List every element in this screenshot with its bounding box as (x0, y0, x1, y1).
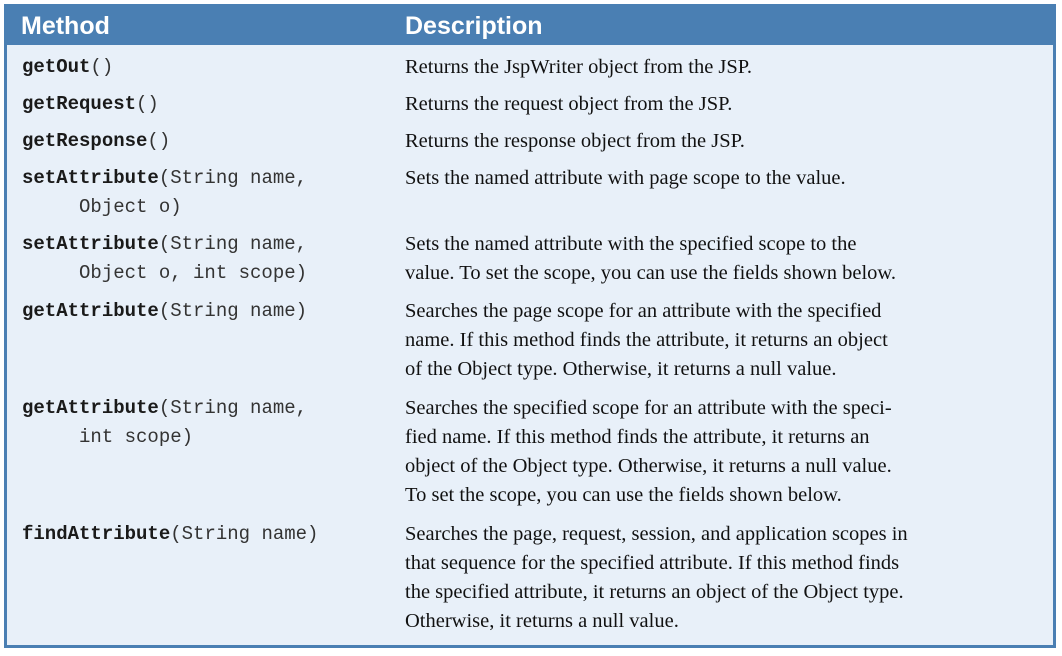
method-cell: getRequest() (7, 90, 405, 119)
description-cell: Searches the page scope for an attribute… (405, 297, 1035, 384)
description-line: object of the Object type. Otherwise, it… (405, 455, 892, 477)
method-params: () (90, 56, 114, 78)
table-row: getOut() Returns the JspWriter object fr… (7, 53, 1053, 90)
table-row: setAttribute(String name, Object o, int s… (7, 230, 1053, 297)
method-name: findAttribute (22, 523, 171, 545)
description-line: Sets the named attribute with page scope… (405, 167, 846, 189)
description-line: name. If this method finds the attribute… (405, 329, 888, 351)
description-line: Sets the named attribute with the specif… (405, 233, 857, 255)
method-params: (String name, (158, 167, 308, 189)
table-row: setAttribute(String name, Object o) Sets … (7, 164, 1053, 230)
method-params-continued: int scope) (79, 426, 194, 448)
method-cell: setAttribute(String name, Object o) (7, 164, 405, 222)
method-cell: getAttribute(String name) (7, 297, 405, 326)
table-body: getOut() Returns the JspWriter object fr… (7, 45, 1053, 638)
method-name: setAttribute (22, 167, 159, 189)
method-params-continued: Object o) (79, 196, 182, 218)
description-cell: Returns the JspWriter object from the JS… (405, 53, 1035, 82)
method-params: () (147, 130, 171, 152)
description-cell: Searches the specified scope for an attr… (405, 394, 1035, 510)
description-cell: Sets the named attribute with page scope… (405, 164, 1035, 193)
table-row: getResponse() Returns the response objec… (7, 127, 1053, 164)
method-name: getRequest (22, 93, 137, 115)
description-line: fied name. If this method finds the attr… (405, 426, 870, 448)
description-column-header: Description (405, 11, 543, 40)
method-name: setAttribute (22, 233, 159, 255)
method-cell: findAttribute(String name) (7, 520, 405, 549)
table-header: Method Description (7, 7, 1053, 45)
method-params: (String name) (158, 300, 308, 322)
method-params: (String name, (158, 397, 308, 419)
table-row: findAttribute(String name) Searches the … (7, 520, 1053, 638)
description-line: Returns the JspWriter object from the JS… (405, 56, 753, 78)
method-name: getAttribute (22, 300, 159, 322)
description-line: Searches the page scope for an attribute… (405, 300, 882, 322)
method-params: () (136, 93, 159, 115)
method-name: getAttribute (22, 397, 159, 419)
description-line: of the Object type. Otherwise, it return… (405, 358, 837, 380)
method-cell: setAttribute(String name, Object o, int s… (7, 230, 405, 288)
description-line: Otherwise, it returns a null value. (405, 610, 679, 632)
description-cell: Returns the request object from the JSP. (405, 90, 1035, 119)
method-cell: getResponse() (7, 127, 405, 156)
table-row: getAttribute(String name) Searches the p… (7, 297, 1053, 394)
description-cell: Sets the named attribute with the specif… (405, 230, 1035, 288)
method-params: (String name, (158, 233, 308, 255)
description-line: Searches the page, request, session, and… (405, 523, 908, 545)
description-line: that sequence for the specified attribut… (405, 552, 900, 574)
description-line: To set the scope, you can use the fields… (405, 484, 842, 506)
description-line: the specified attribute, it returns an o… (405, 581, 904, 603)
method-params-continued: Object o, int scope) (79, 262, 308, 284)
description-cell: Searches the page, request, session, and… (405, 520, 1035, 636)
method-name: getOut (22, 56, 91, 78)
description-line: Searches the specified scope for an attr… (405, 397, 892, 419)
description-line: value. To set the scope, you can use the… (405, 262, 897, 284)
description-cell: Returns the response object from the JSP… (405, 127, 1035, 156)
method-cell: getOut() (7, 53, 405, 82)
method-params: (String name) (170, 523, 319, 545)
method-table: Method Description getOut() Returns the … (4, 4, 1056, 648)
table-row: getAttribute(String name, int scope) Sear… (7, 394, 1053, 520)
method-cell: getAttribute(String name, int scope) (7, 394, 405, 452)
method-name: getResponse (22, 130, 148, 152)
method-column-header: Method (21, 11, 110, 40)
table-row: getRequest() Returns the request object … (7, 90, 1053, 127)
description-line: Returns the request object from the JSP. (405, 93, 733, 115)
description-line: Returns the response object from the JSP… (405, 130, 745, 152)
